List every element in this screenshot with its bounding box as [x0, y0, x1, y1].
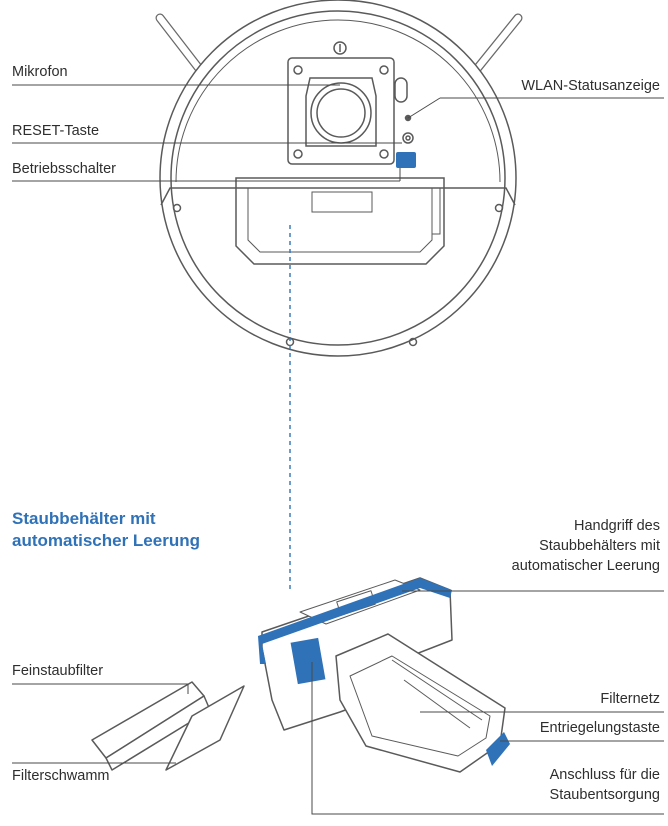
label-filterschwamm: Filterschwamm: [12, 768, 110, 784]
label-betriebsschalter: Betriebsschalter: [12, 161, 116, 177]
bin-leader-lines: [12, 590, 664, 815]
label-mikrofon: Mikrofon: [12, 64, 68, 80]
power-switch-highlight: [396, 152, 416, 168]
label-reset-taste: RESET-Taste: [12, 123, 100, 139]
dust-bin-assembly: [91, 577, 506, 773]
label-wlan-statusanzeige: WLAN-Statusanzeige: [521, 78, 660, 94]
section-heading: Staubbehälter mit automatischer Leerung: [12, 508, 200, 552]
anschluss-line-2: Staubentsorgung: [549, 787, 660, 803]
label-feinstaubfilter: Feinstaubfilter: [12, 663, 104, 679]
label-anschluss: Anschluss für die Staubentsorgung: [550, 765, 660, 805]
handgriff-line-1: Handgriff des: [574, 518, 660, 534]
heading-line-2: automatischer Leerung: [12, 531, 200, 550]
anschluss-line-1: Anschluss für die: [549, 767, 660, 783]
robot-vacuum-bottom-view: [155, 0, 523, 357]
label-filternetz: Filternetz: [600, 691, 660, 707]
handgriff-line-2: Staubbehälters mit: [539, 538, 660, 554]
handgriff-line-3: automatischer Leerung: [511, 558, 660, 574]
robot-leader-lines: [12, 84, 664, 182]
label-handgriff: Handgriff des Staubbehälters mit automat…: [512, 516, 660, 576]
label-entriegelungstaste: Entriegelungstaste: [539, 720, 660, 736]
heading-line-1: Staubbehälter mit: [12, 509, 156, 528]
